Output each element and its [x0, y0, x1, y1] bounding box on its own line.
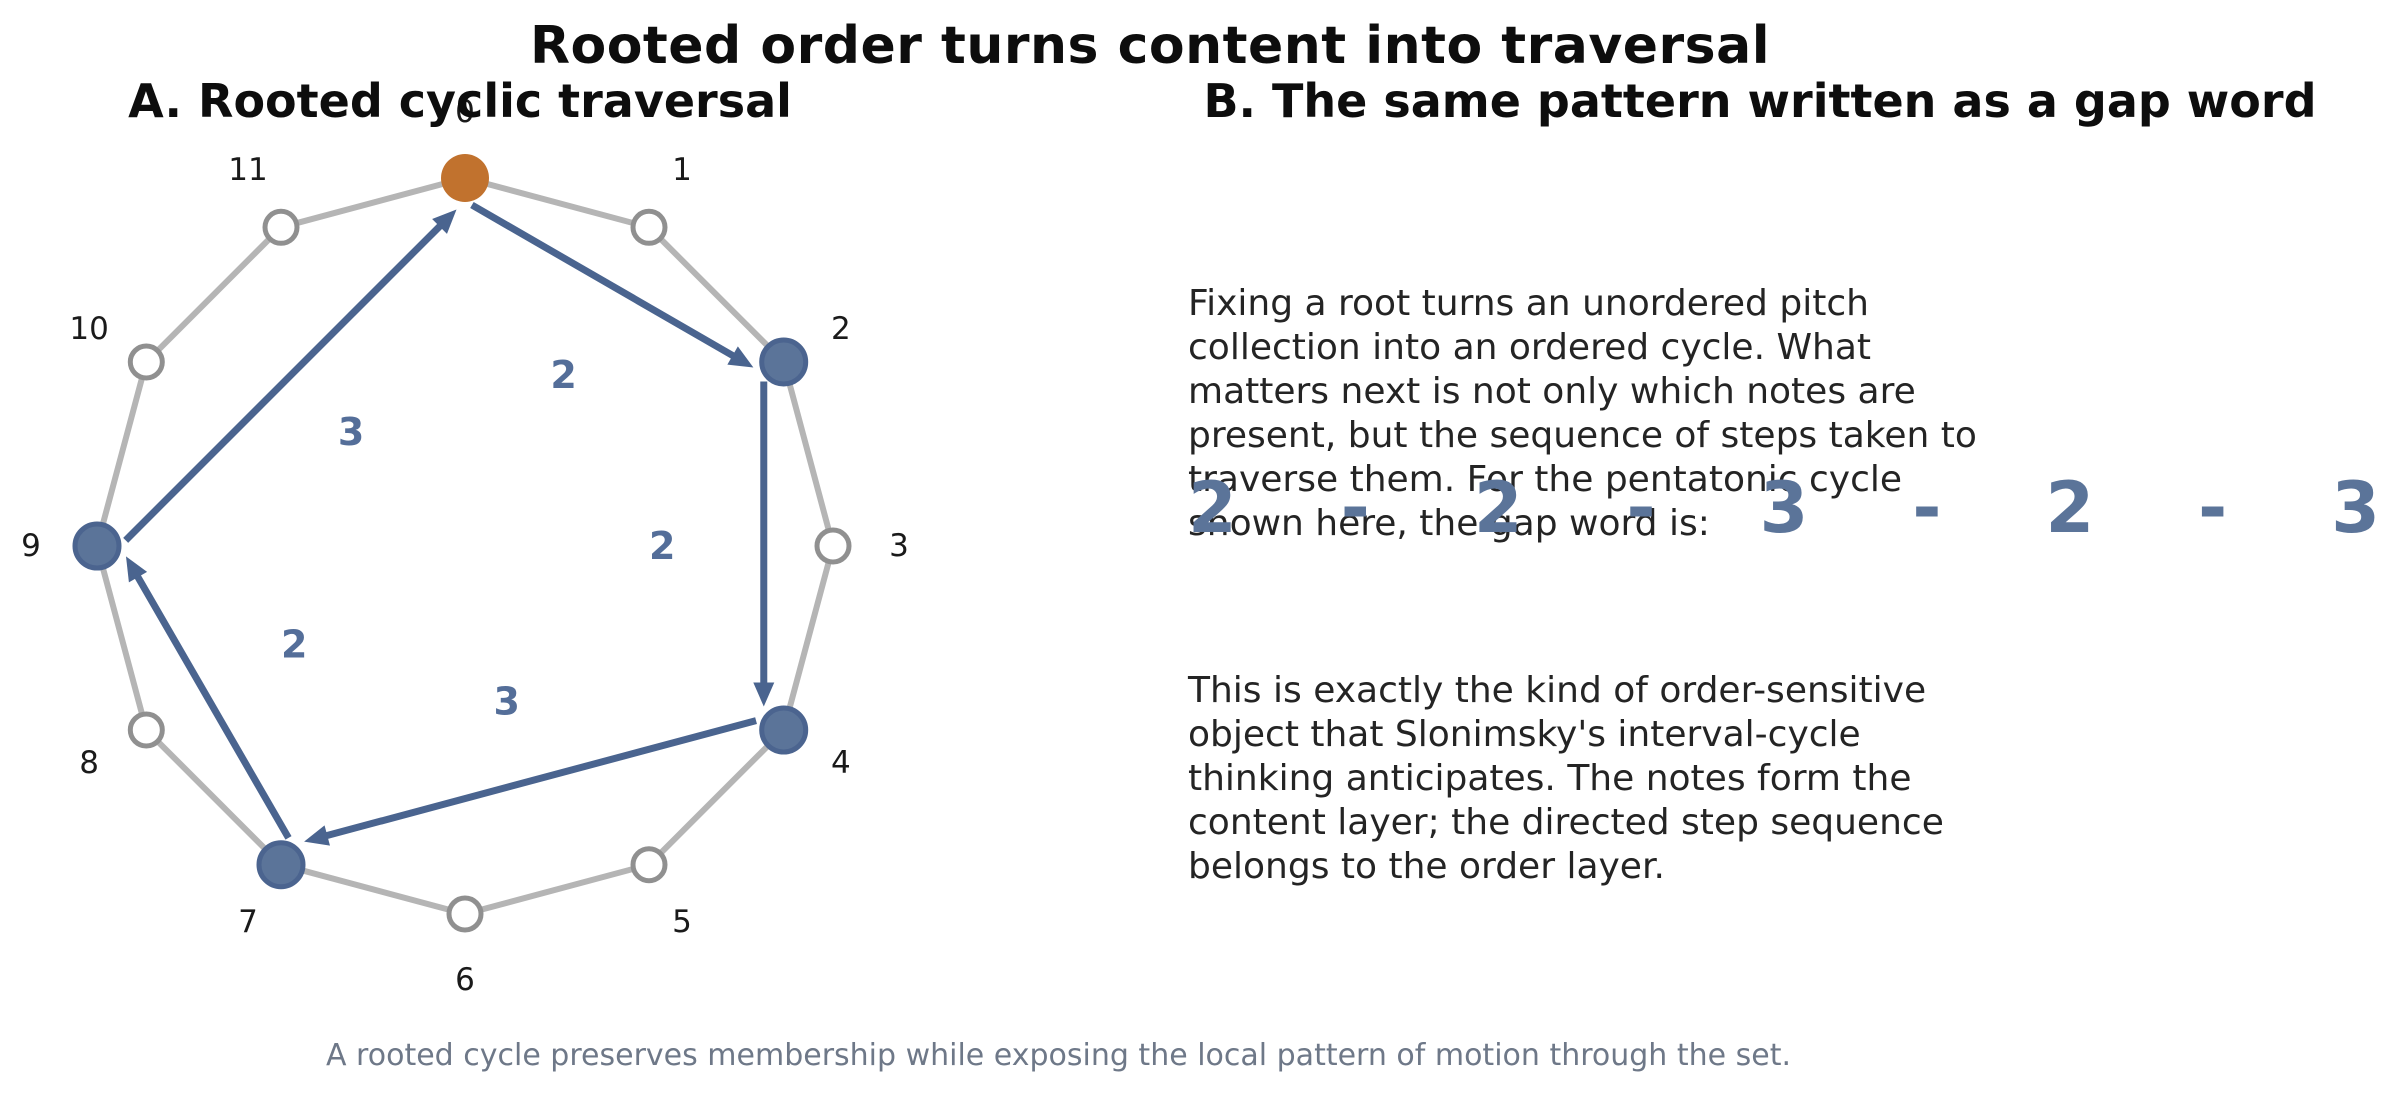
text-line: traverse them. For the pentatonic cycle [1188, 459, 1903, 500]
node-label: 2 [831, 311, 851, 347]
gap-word-digit: 2 [2045, 467, 2095, 549]
gap-step-label: 2 [550, 353, 576, 397]
hollow-node [814, 527, 852, 565]
gap-step-label: 2 [649, 524, 675, 568]
gap-word-dash: - [2198, 467, 2228, 549]
gap-word-paragraph: Fixing a root turns an unordered pitch c… [1188, 282, 1977, 546]
gap-word: 2 - 2 - 3 - 2 - 3 [1188, 468, 2380, 548]
gap-word-dash: - [1340, 467, 1370, 549]
gap-word-digit: 2 [1473, 467, 1523, 549]
hollow-node [446, 895, 484, 933]
ring-edge [94, 361, 150, 547]
order-layer-paragraph: This is exactly the kind of order-sensit… [1188, 669, 1944, 889]
member-node [256, 840, 306, 890]
traversal-arrow-shaft [320, 717, 757, 841]
text-line: belongs to the order layer. [1188, 846, 1665, 887]
gap-word-digit: 2 [1188, 467, 1237, 549]
hollow-node [127, 343, 165, 381]
text-line: present, but the sequence of steps taken… [1188, 415, 1977, 456]
ring-edge [94, 545, 150, 731]
arrowhead-icon [126, 556, 148, 583]
text-line: thinking anticipates. The notes form the [1188, 758, 1912, 799]
node-label: 6 [455, 962, 475, 998]
member-node [759, 705, 809, 755]
text-line: object that Slonimsky's interval-cycle [1188, 714, 1861, 755]
node-label: 1 [672, 152, 692, 188]
ring-edge [144, 225, 284, 365]
node-label: 4 [831, 745, 851, 781]
ring-edge [780, 545, 836, 731]
ring-edge [280, 175, 466, 231]
text-line: Fixing a root turns an unordered pitch [1188, 283, 1869, 324]
member-node [72, 521, 122, 571]
node-label: 3 [889, 528, 909, 564]
gap-step-label: 2 [281, 623, 307, 667]
ring-edge [464, 861, 650, 917]
node-label: 9 [21, 528, 41, 564]
hollow-node [630, 208, 668, 246]
figure-caption: A rooted cycle preserves membership whil… [326, 1038, 1792, 1073]
node-label: 10 [69, 311, 108, 347]
hollow-node [262, 208, 300, 246]
ring-edge [280, 861, 466, 917]
member-node [759, 337, 809, 387]
gap-word-dash: - [1912, 467, 1942, 549]
figure-title: Rooted order turns content into traversa… [529, 16, 1771, 76]
gap-word-digit: 3 [2331, 467, 2380, 549]
gap-step-label: 3 [338, 410, 364, 454]
node-label: 7 [238, 904, 258, 940]
ring-edge [646, 727, 786, 867]
traversal-arrow-shaft [470, 201, 740, 362]
ring-edge [646, 225, 786, 365]
arrowhead-icon [304, 825, 330, 846]
traversal-arrow-shaft [131, 570, 292, 840]
gap-step-label: 3 [493, 680, 519, 724]
text-line: shown here, the gap word is: [1188, 503, 1710, 544]
text-line: collection into an ordered cycle. What [1188, 327, 1872, 368]
root-node [441, 154, 489, 202]
node-label: 0 [455, 94, 475, 130]
panel-b-title: B. The same pattern written as a gap wor… [1203, 74, 2317, 128]
ring-edge [144, 727, 284, 867]
arrowhead-icon [432, 209, 457, 234]
arrowhead-icon [727, 346, 754, 368]
gap-word-dash: - [1626, 467, 1656, 549]
hollow-node [630, 846, 668, 884]
ring-edge [464, 175, 650, 231]
text-line: content layer; the directed step sequenc… [1188, 802, 1944, 843]
text-line: This is exactly the kind of order-sensit… [1188, 670, 1927, 711]
text-line: matters next is not only which notes are [1188, 371, 1916, 412]
traversal-arrow-shaft [123, 219, 447, 543]
node-label: 11 [228, 152, 267, 188]
node-label: 5 [672, 904, 692, 940]
hollow-node [127, 711, 165, 749]
node-label: 8 [79, 745, 99, 781]
ring-edge [780, 361, 836, 547]
gap-word-digit: 3 [1759, 467, 1809, 549]
panel-a-title: A. Rooted cyclic traversal [128, 74, 792, 128]
arrowhead-icon [753, 682, 775, 707]
